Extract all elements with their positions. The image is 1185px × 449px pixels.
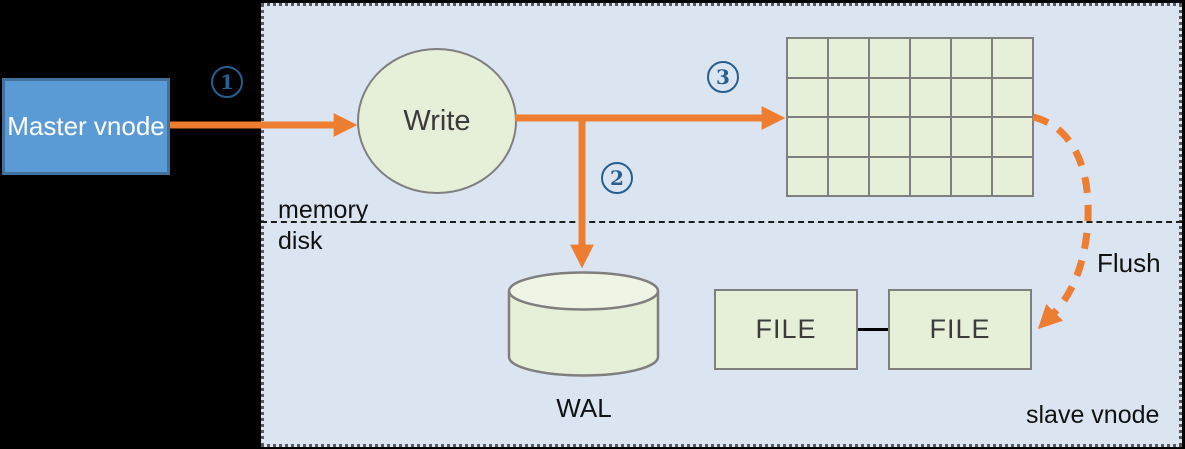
file-connector-line bbox=[858, 328, 888, 331]
memtable-cell bbox=[829, 118, 868, 156]
flush-label: Flush bbox=[1097, 248, 1161, 278]
master-vnode-label: Master vnode bbox=[7, 111, 165, 141]
memtable-cell bbox=[952, 78, 991, 116]
step-3-number: 3 bbox=[716, 65, 730, 89]
file-node-2: FILE bbox=[888, 289, 1032, 370]
memtable-cell bbox=[993, 78, 1032, 116]
write-node: Write bbox=[357, 48, 517, 194]
memtable-cell bbox=[993, 118, 1032, 156]
memtable-cell bbox=[993, 39, 1032, 77]
step-3-badge: 3 bbox=[707, 61, 739, 93]
memtable-cell bbox=[870, 118, 909, 156]
memtable-cell bbox=[911, 157, 950, 195]
memtable-cell bbox=[870, 39, 909, 77]
step-1-badge: 1 bbox=[211, 66, 243, 98]
file-node-1: FILE bbox=[714, 289, 858, 370]
memtable-cell bbox=[829, 78, 868, 116]
memtable-cell bbox=[952, 157, 991, 195]
memtable-cell bbox=[788, 157, 827, 195]
memtable-cell bbox=[788, 78, 827, 116]
memtable-cell bbox=[870, 78, 909, 116]
disk-label: disk bbox=[278, 227, 323, 255]
file-2-label: FILE bbox=[929, 314, 991, 344]
memtable-cell bbox=[952, 39, 991, 77]
step-2-number: 2 bbox=[610, 166, 624, 190]
memtable-cell bbox=[993, 157, 1032, 195]
step-2-badge: 2 bbox=[601, 162, 633, 194]
memtable-cell bbox=[870, 157, 909, 195]
slave-vnode-label: slave vnode bbox=[1026, 401, 1160, 429]
memtable-cell bbox=[911, 118, 950, 156]
master-vnode-node: Master vnode bbox=[2, 78, 170, 175]
memtable-cell bbox=[829, 157, 868, 195]
write-label: Write bbox=[403, 104, 471, 137]
memtable-cell bbox=[829, 39, 868, 77]
wal-label: WAL bbox=[556, 393, 612, 423]
memtable-cell bbox=[788, 39, 827, 77]
memtable-cell bbox=[952, 118, 991, 156]
memtable-cell bbox=[911, 78, 950, 116]
memtable-grid bbox=[786, 37, 1034, 197]
memtable-cell bbox=[911, 39, 950, 77]
file-1-label: FILE bbox=[755, 314, 817, 344]
memtable-cell bbox=[788, 118, 827, 156]
memory-label: memory bbox=[278, 196, 369, 224]
memory-disk-divider bbox=[261, 221, 1182, 223]
step-1-number: 1 bbox=[220, 70, 234, 94]
